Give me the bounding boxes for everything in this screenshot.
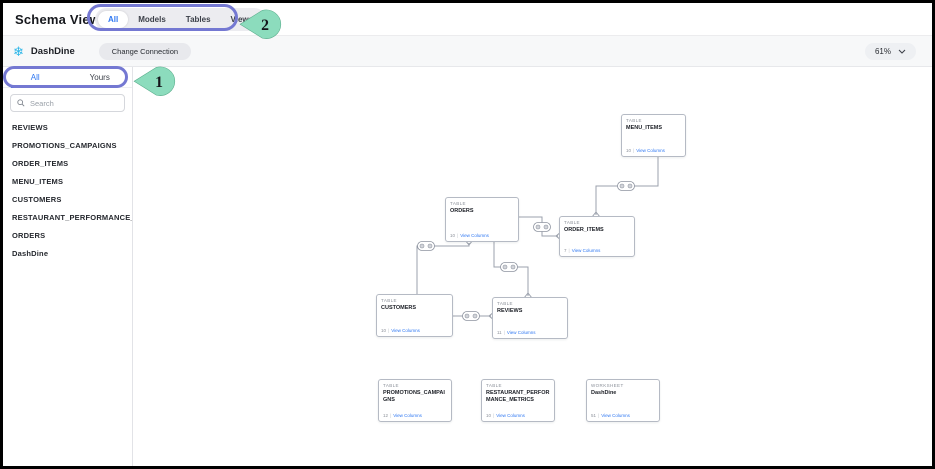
node-type-label: WORKSHEET	[591, 383, 624, 388]
view-columns-link[interactable]: View Columns	[636, 148, 665, 153]
node-name: ORDER_ITEMS	[564, 227, 604, 233]
node-type-label: TABLE	[626, 118, 642, 123]
tab-tables[interactable]: Tables	[185, 15, 211, 24]
sidebar-scope-tabs: All Yours	[3, 67, 132, 88]
node-footer: 10|View Columns	[486, 413, 525, 418]
view-columns-link[interactable]: View Columns	[496, 413, 525, 418]
node-name: RESTAURANT_PERFORMANCE_METRICS	[486, 390, 550, 403]
node-type-label: TABLE	[450, 201, 466, 206]
connection-name: DashDine	[30, 45, 75, 57]
column-count: 10	[450, 233, 456, 238]
sidebar-tab-all[interactable]: All	[3, 67, 68, 88]
chevron-down-icon	[898, 49, 906, 54]
node-name: CUSTOMERS	[381, 305, 417, 311]
view-columns-link[interactable]: View Columns	[571, 248, 601, 253]
cardinality-icon	[617, 181, 635, 191]
sidebar-table-list: REVIEWS PROMOTIONS_CAMPAIGNS ORDER_ITEMS ME…	[3, 118, 132, 262]
footer-divider: |	[390, 413, 392, 418]
node-footer: 10|View Columns	[381, 328, 420, 333]
view-columns-link[interactable]: View Columns	[506, 330, 536, 335]
footer-divider: |	[633, 148, 635, 153]
node-name: MENU_ITEMS	[626, 125, 663, 131]
node-type-label: TABLE	[564, 220, 580, 225]
sidebar-item-customers[interactable]: CUSTOMERS	[12, 194, 62, 204]
footer-divider: |	[568, 248, 570, 253]
connection-bar: ❄ DashDine Change Connection 61%	[3, 36, 932, 67]
node-footer: 10|View Columns	[450, 233, 489, 238]
table-node-reviews[interactable]: TABLE REVIEWS 11|View Columns	[492, 297, 568, 339]
sidebar-item-menu_items[interactable]: MENU_ITEMS	[12, 176, 64, 186]
node-type-label: TABLE	[497, 301, 513, 306]
sidebar-item-order_items[interactable]: ORDER_ITEMS	[12, 158, 69, 168]
search-icon	[17, 99, 25, 107]
zoom-level-value: 61%	[874, 46, 891, 56]
view-columns-link[interactable]: View Columns	[391, 328, 420, 333]
cardinality-icon	[417, 241, 435, 251]
view-tabs: All Models Tables Views	[95, 8, 267, 31]
zoom-level-dropdown[interactable]: 61%	[864, 42, 916, 60]
node-type-label: TABLE	[381, 298, 397, 303]
sidebar-tab-yours[interactable]: Yours	[89, 72, 110, 82]
column-count: 10	[486, 413, 492, 418]
cardinality-icon	[462, 311, 480, 321]
column-count: 51	[591, 413, 597, 418]
footer-divider: |	[493, 413, 495, 418]
worksheet-node-dashdine[interactable]: WORKSHEET DashDine 51|View Columns	[586, 379, 660, 422]
node-name: PROMOTIONS_CAMPAIGNS	[383, 390, 445, 403]
node-footer: 12|View Columns	[383, 413, 422, 418]
tab-models[interactable]: Models	[138, 15, 166, 24]
sidebar-item-reviews[interactable]: REVIEWS	[12, 122, 48, 132]
footer-divider: |	[457, 233, 459, 238]
footer-divider: |	[503, 330, 505, 335]
snowflake-icon: ❄	[13, 43, 24, 59]
sidebar-item-promotions_campaigns[interactable]: PROMOTIONS_CAMPAIGNS	[12, 140, 117, 150]
table-node-order_items[interactable]: TABLE ORDER_ITEMS 7|View Columns	[559, 216, 635, 257]
column-count: 10	[381, 328, 387, 333]
main-content: All Yours REVIEWS PROMOTIONS_CAMPAIGNS ORDE…	[3, 67, 932, 466]
table-node-orders[interactable]: TABLE ORDERS 10|View Columns	[445, 197, 519, 242]
cardinality-icons	[417, 181, 635, 321]
search-input[interactable]	[30, 98, 110, 108]
column-count: 7	[564, 248, 567, 253]
view-columns-link[interactable]: View Columns	[393, 413, 422, 418]
node-footer: 7|View Columns	[564, 248, 600, 253]
node-footer: 11|View Columns	[497, 330, 536, 335]
node-name: ORDERS	[450, 208, 474, 214]
cardinality-icon	[500, 262, 518, 272]
node-name: DashDine	[591, 390, 617, 396]
table-node-customers[interactable]: TABLE CUSTOMERS 10|View Columns	[376, 294, 453, 337]
view-columns-link[interactable]: View Columns	[460, 233, 489, 238]
node-name: REVIEWS	[497, 308, 523, 314]
sidebar: All Yours REVIEWS PROMOTIONS_CAMPAIGNS ORDE…	[3, 67, 133, 466]
footer-divider: |	[388, 328, 390, 333]
footer-divider: |	[598, 413, 600, 418]
node-footer: 10|View Columns	[626, 148, 665, 153]
cardinality-icon	[533, 222, 551, 232]
er-diagram-edges	[416, 157, 659, 321]
sidebar-item-restaurant_performance_metrics[interactable]: RESTAURANT_PERFORMANCE_METRICS	[12, 212, 132, 222]
arrowhead-icon	[591, 211, 601, 218]
change-connection-button[interactable]: Change Connection	[98, 42, 192, 60]
arrowhead-icon	[523, 292, 533, 299]
node-type-label: TABLE	[383, 383, 399, 388]
table-node-menu_items[interactable]: TABLE MENU_ITEMS 10|View Columns	[621, 114, 686, 157]
view-columns-link[interactable]: View Columns	[601, 413, 630, 418]
column-count: 12	[383, 413, 389, 418]
tab-views[interactable]: Views	[230, 15, 254, 24]
node-type-label: TABLE	[486, 383, 502, 388]
tab-all[interactable]: All	[98, 11, 129, 28]
sidebar-item-orders[interactable]: ORDERS	[12, 230, 46, 240]
column-count: 11	[497, 330, 502, 335]
column-count: 10	[626, 148, 632, 153]
table-node-restaurant_performance_metrics[interactable]: TABLE RESTAURANT_PERFORMANCE_METRICS 10|Vi…	[481, 379, 555, 422]
table-node-promotions_campaigns[interactable]: TABLE PROMOTIONS_CAMPAIGNS 12|View Columns	[378, 379, 452, 422]
search-box[interactable]	[10, 94, 125, 112]
sidebar-item-dashdine[interactable]: DashDine	[12, 248, 49, 258]
node-footer: 51|View Columns	[591, 413, 630, 418]
